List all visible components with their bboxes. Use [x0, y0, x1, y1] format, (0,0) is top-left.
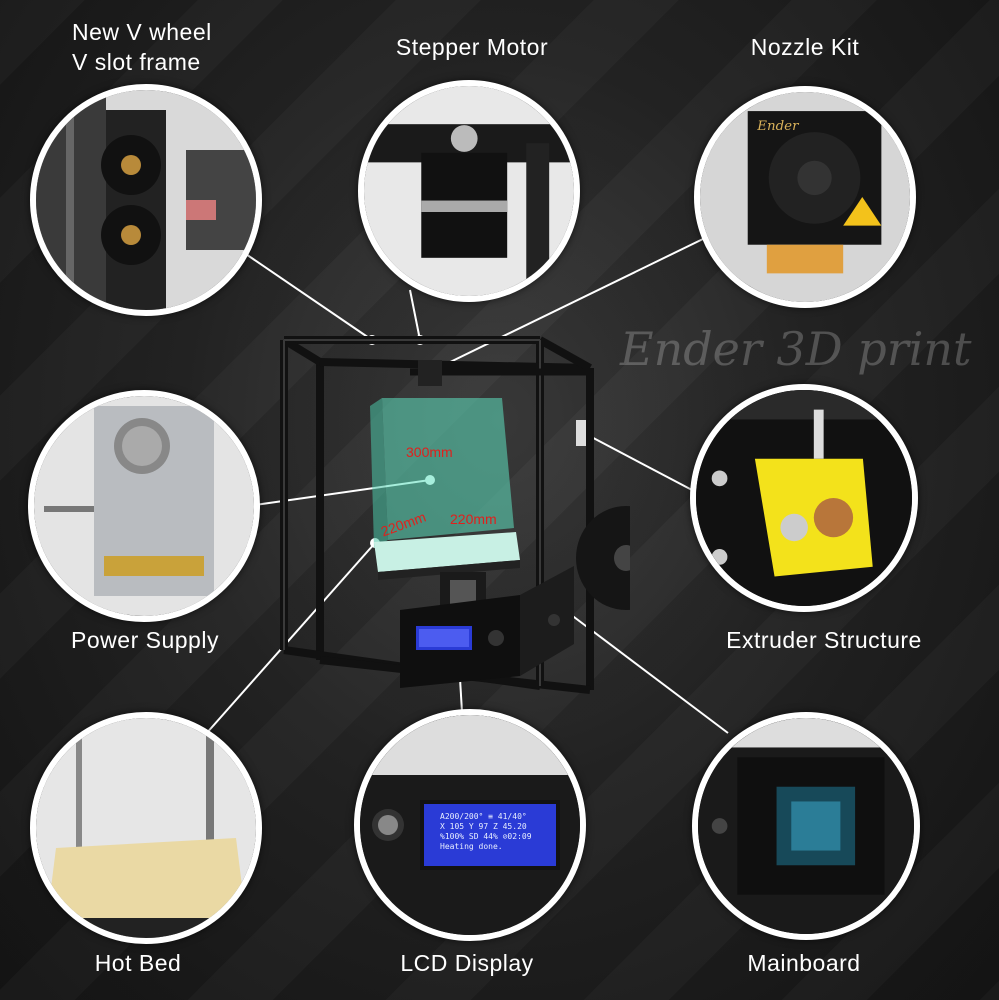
- lcd-line-4: Heating done.: [440, 842, 503, 851]
- height-dimension: 300mm: [406, 444, 453, 460]
- lcd-display-image: [360, 715, 580, 935]
- label-extruder-structure: Extruder Structure: [726, 627, 922, 653]
- lcd-line-1: A200/200° ≡ 41/40°: [440, 812, 527, 821]
- label-lcd-display: LCD Display: [400, 950, 534, 976]
- lcd-screen-text: A200/200° ≡ 41/40° X 105 Y 97 Z 45.20 %1…: [440, 812, 550, 852]
- callout-v-wheel: [30, 84, 262, 316]
- extruder-image: [696, 390, 912, 606]
- label-nozzle-kit: Nozzle Kit: [750, 34, 860, 60]
- v-wheel-image: [36, 90, 256, 310]
- mainboard-image: [698, 718, 914, 934]
- hot-bed-image: [36, 718, 256, 938]
- power-supply-image: [34, 396, 254, 616]
- lcd-line-2: X 105 Y 97 Z 45.20: [440, 822, 527, 831]
- callout-stepper-motor: [358, 80, 580, 302]
- label-power-supply: Power Supply: [71, 627, 219, 653]
- callout-power-supply: [28, 390, 260, 622]
- callout-mainboard: [692, 712, 920, 940]
- nozzle-logo: Ender: [756, 119, 800, 134]
- nozzle-kit-image: Ender: [700, 92, 910, 302]
- label-v-wheel: New V wheel: [72, 19, 212, 45]
- callout-extruder: [690, 384, 918, 612]
- stepper-motor-image: [364, 86, 574, 296]
- callout-nozzle-kit: Ender: [694, 86, 916, 308]
- printer-illustration: [270, 310, 676, 710]
- width-dimension: 220mm: [450, 511, 497, 527]
- label-stepper-motor: Stepper Motor: [395, 34, 549, 60]
- watermark-text: Ender 3D print: [620, 322, 972, 376]
- label-hot-bed: Hot Bed: [94, 950, 182, 976]
- label-v-slot-frame: V slot frame: [72, 49, 201, 75]
- label-mainboard: Mainboard: [747, 950, 861, 976]
- callout-lcd-display: [354, 709, 586, 941]
- lcd-line-3: %100% SD 44% ⊘02:09: [440, 832, 532, 841]
- callout-hot-bed: [30, 712, 262, 944]
